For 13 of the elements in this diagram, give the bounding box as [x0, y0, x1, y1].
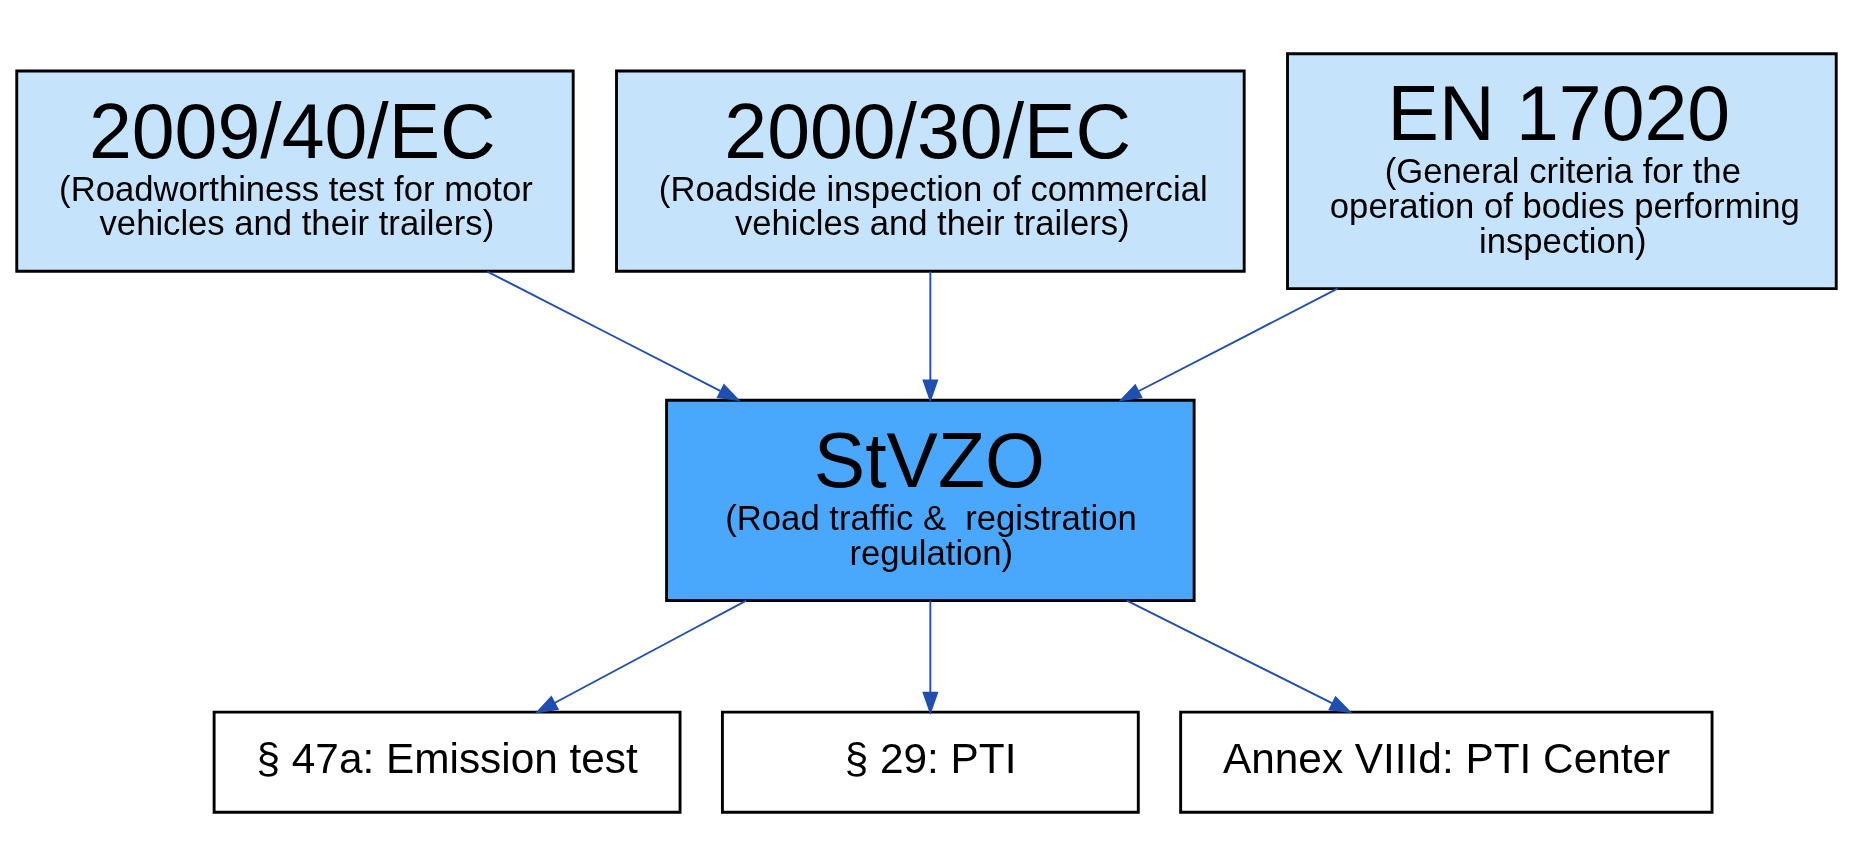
arrow	[1125, 599, 1353, 714]
node-box: 2000/30/EC (Roadside inspection of commercial vehicles and their trailers)	[615, 69, 1246, 273]
node-box: StVZO (Road traffic & registration regulation)	[665, 398, 1196, 602]
node-box: § 29: PTI	[720, 710, 1140, 814]
arrow	[534, 599, 748, 714]
node-box: § 47a: Emission test	[212, 710, 682, 814]
node-box: EN 17020 (General criteria for the operation of bodies performing inspection)	[1286, 52, 1838, 291]
arrow	[922, 270, 939, 403]
arrow	[922, 599, 939, 715]
arrow	[486, 270, 741, 402]
node-box: 2009/40/EC (Roadworthiness test for motor vehicles and their trailers)	[15, 69, 575, 273]
node-box: Annex VIIId: PTI Center	[1179, 710, 1714, 814]
arrow	[1118, 287, 1339, 402]
